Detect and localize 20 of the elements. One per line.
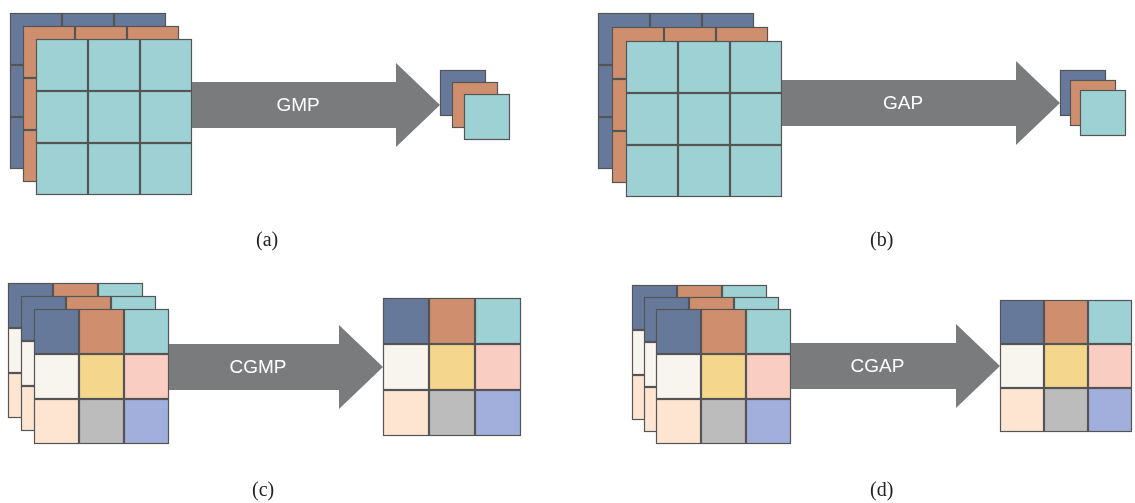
feature-maps-drawing [383,298,521,436]
feature-maps-drawing [440,70,510,140]
feature-maps-drawing [8,283,169,444]
feature-maps-drawing [598,13,782,197]
block-arrow [192,63,440,147]
edge-label: CGMP [229,356,287,378]
edge-label: GAP [883,92,924,114]
block-arrow [169,325,383,409]
feature-maps-drawing [1000,300,1132,432]
panel-label: (d) [870,478,894,501]
edge-label: CGAP [850,355,905,377]
edge-label: GMP [276,94,320,116]
feature-maps-drawing [10,13,192,195]
panel-label: (c) [252,478,275,501]
feature-maps-drawing [632,285,791,444]
panel-label: (b) [870,228,894,251]
feature-maps-drawing [1060,70,1126,136]
panel-label: (a) [256,228,279,251]
block-arrow [782,61,1060,145]
block-arrow [791,324,1000,408]
